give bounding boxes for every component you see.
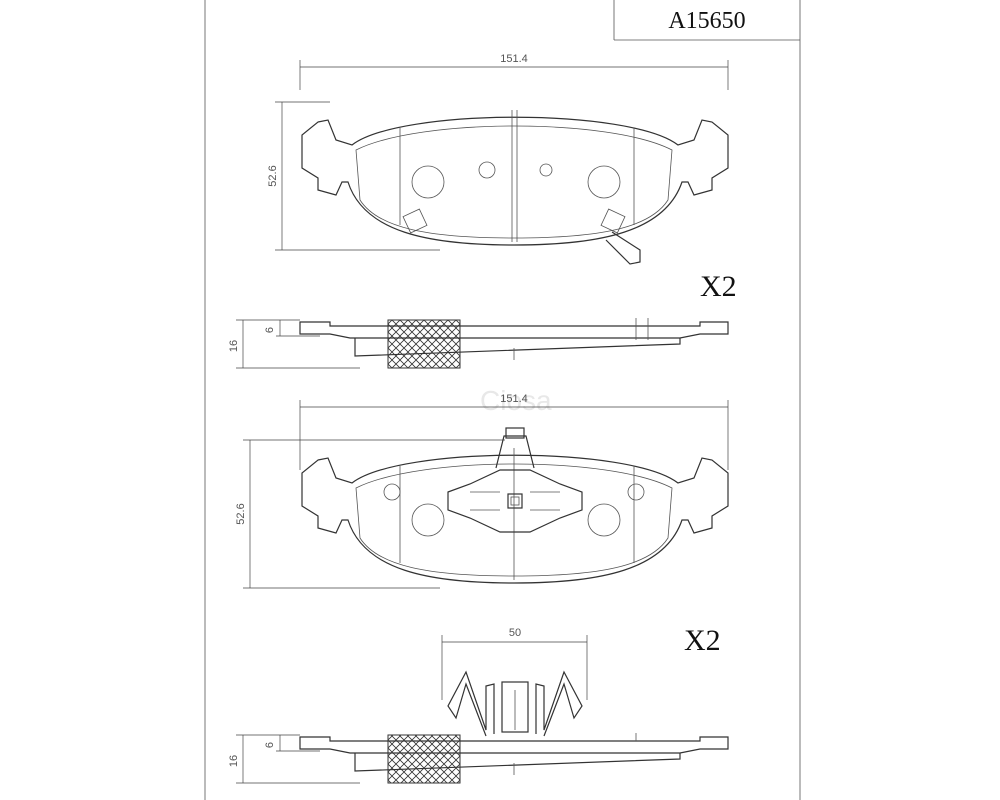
- bottom-side-backing: [299, 736, 729, 754]
- top-side-view: 16 6: [228, 318, 729, 369]
- bottom-pad-hole-large-left: [411, 503, 445, 537]
- top-backing-plate: [301, 116, 729, 246]
- top-pad-quantity: X2: [700, 270, 737, 303]
- drawing-frame: [204, 0, 801, 800]
- top-friction-material: [355, 125, 673, 239]
- part-number: A15650: [668, 8, 745, 34]
- clip-spring-left: [447, 670, 495, 737]
- wear-sensor-wire: [605, 231, 641, 265]
- top-pad-lug-right: [600, 208, 626, 234]
- bottom-pad-width-label: 151.4: [500, 393, 528, 405]
- top-pad-height-dimension: 52.6: [267, 101, 440, 251]
- spring-clip: [447, 427, 583, 533]
- clip-width-label: 50: [509, 627, 521, 639]
- clip-center-body: [501, 681, 529, 733]
- top-side-friction: [354, 338, 681, 357]
- top-pad-small-hole: [478, 161, 496, 179]
- top-pad-width-dimension: 151.4: [299, 53, 729, 90]
- bottom-pad-hole-left: [383, 483, 401, 501]
- clip-spring-right: [535, 670, 583, 737]
- bottom-side-backing-thickness: 6: [264, 742, 276, 748]
- bottom-friction-outline: [355, 463, 673, 577]
- bottom-side-view: 16 6: [228, 733, 729, 784]
- watermark: Ciosa: [480, 385, 552, 416]
- top-pad-width-label: 151.4: [500, 53, 528, 65]
- bottom-side-hatched-section: [387, 734, 461, 784]
- bottom-pad-height-label: 52.6: [235, 503, 247, 524]
- top-side-thickness-dimension: 16 6: [228, 319, 360, 369]
- top-pad-small-hole-2: [539, 163, 553, 177]
- bottom-side-total-thickness: 16: [228, 755, 240, 767]
- bottom-side-thickness-dimension: 16 6: [228, 734, 360, 784]
- top-pad-height-label: 52.6: [267, 165, 279, 186]
- bottom-pad-hole-large-right: [587, 503, 621, 537]
- clip-quantity: X2: [684, 624, 721, 657]
- bottom-pad-width-dimension: 151.4: [299, 393, 729, 470]
- bottom-pad-hole-right: [627, 483, 645, 501]
- top-pad-hole-right: [587, 165, 621, 199]
- top-side-backing: [299, 321, 729, 339]
- top-side-backing-thickness: 6: [264, 327, 276, 333]
- bottom-pad-view: 151.4 52.6: [235, 393, 729, 589]
- spring-clip-center-square: [507, 493, 523, 509]
- clip-view: 50: [441, 627, 588, 737]
- bottom-side-friction: [354, 753, 681, 772]
- top-pad-view: 151.4 52.6: [267, 53, 729, 265]
- bottom-pad-height-dimension: 52.6: [235, 439, 505, 589]
- clip-width-dimension: 50: [441, 627, 588, 700]
- top-side-total-thickness: 16: [228, 340, 240, 352]
- top-side-hatched-section: [387, 319, 461, 369]
- bottom-backing-plate: [301, 454, 729, 584]
- top-pad-hole-left: [411, 165, 445, 199]
- top-pad-lug-left: [402, 208, 428, 234]
